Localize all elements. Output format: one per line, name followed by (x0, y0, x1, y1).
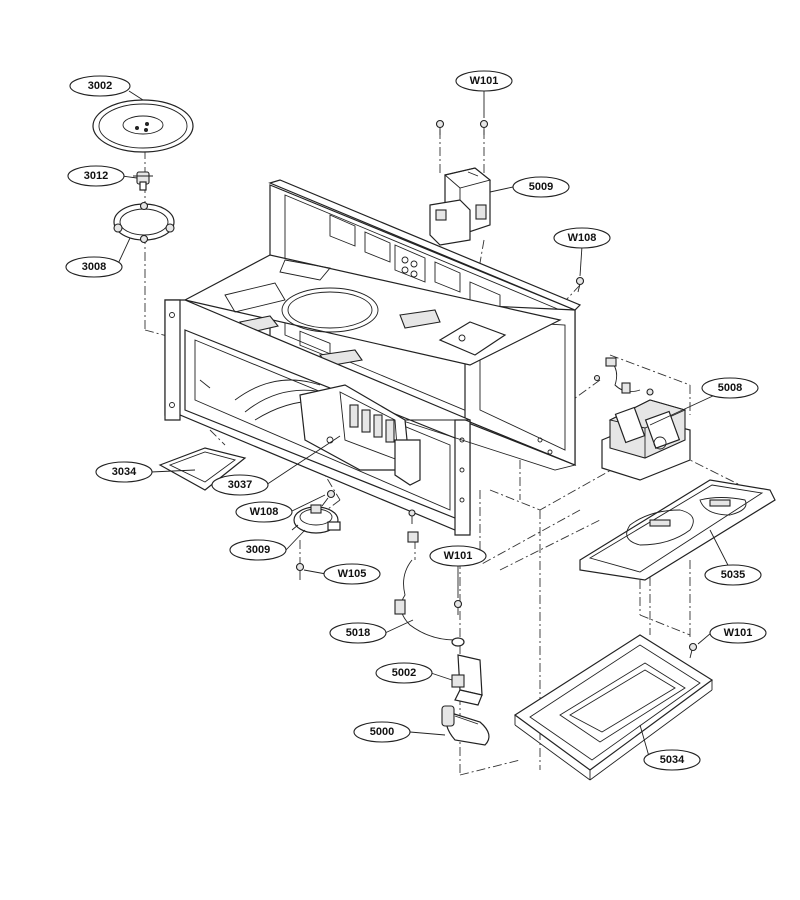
svg-text:W101: W101 (470, 75, 499, 87)
svg-text:5009: 5009 (529, 181, 553, 193)
screw-mid (408, 509, 416, 524)
leader-lines (116, 90, 734, 761)
glass-panel-5034 (513, 634, 714, 781)
svg-text:3002: 3002 (88, 80, 112, 92)
callout-5034: 5034 (643, 749, 701, 771)
svg-text:5000: 5000 (370, 726, 394, 738)
svg-text:5035: 5035 (721, 569, 745, 581)
callout-5002: 5002 (375, 662, 433, 684)
callout-5008: 5008 (701, 377, 759, 399)
callout-3034: 3034 (95, 461, 153, 483)
screw-w108-left (321, 489, 336, 507)
screw-w105 (295, 562, 305, 580)
svg-text:3037: 3037 (228, 479, 252, 491)
svg-text:W101: W101 (724, 627, 753, 639)
base-plate-5035 (579, 479, 776, 581)
callout-3002: 3002 (69, 75, 131, 97)
screws-w101-top (435, 119, 489, 135)
callout-3008: 3008 (65, 256, 123, 278)
coupler-3012 (133, 171, 153, 191)
callout-w101-top: W101 (455, 70, 513, 92)
screw-w101-right (688, 642, 698, 659)
transformer-5008 (593, 357, 691, 481)
svg-text:3009: 3009 (246, 544, 270, 556)
callout-5035: 5035 (704, 564, 762, 586)
screw-w108-right (575, 276, 585, 293)
svg-text:3012: 3012 (84, 170, 108, 182)
callout-3009: 3009 (229, 539, 287, 561)
callout-5018: 5018 (329, 622, 387, 644)
callout-w101-middle: W101 (429, 545, 487, 567)
magnetron-5009 (429, 167, 491, 246)
callout-w101-right: W101 (709, 622, 767, 644)
turntable-tray-3002 (92, 99, 194, 153)
callout-3012: 3012 (67, 165, 125, 187)
svg-text:5008: 5008 (718, 382, 742, 394)
callout-5000: 5000 (353, 721, 411, 743)
svg-text:5018: 5018 (346, 627, 370, 639)
svg-text:5002: 5002 (392, 667, 416, 679)
roller-ring-3008 (113, 201, 175, 244)
control-bracket-3037 (299, 384, 421, 486)
bracket-5002 (451, 654, 483, 706)
callout-w108-right: W108 (553, 227, 611, 249)
svg-text:5034: 5034 (660, 754, 685, 766)
callout-w108-left: W108 (235, 501, 293, 523)
svg-text:W108: W108 (250, 506, 279, 518)
callout-3037: 3037 (211, 474, 269, 496)
svg-text:W101: W101 (444, 550, 473, 562)
svg-text:W105: W105 (338, 568, 367, 580)
turntable-motor-3009 (291, 504, 341, 534)
callout-w105: W105 (323, 563, 381, 585)
callout-5009: 5009 (512, 176, 570, 198)
svg-text:3008: 3008 (82, 261, 106, 273)
cover-plate-3034 (158, 447, 247, 491)
lamp-5000 (441, 705, 490, 746)
svg-text:W108: W108 (568, 232, 597, 244)
svg-text:3034: 3034 (112, 466, 137, 478)
wire-harness-5018 (394, 531, 465, 647)
screw-w101-middle (453, 599, 463, 615)
